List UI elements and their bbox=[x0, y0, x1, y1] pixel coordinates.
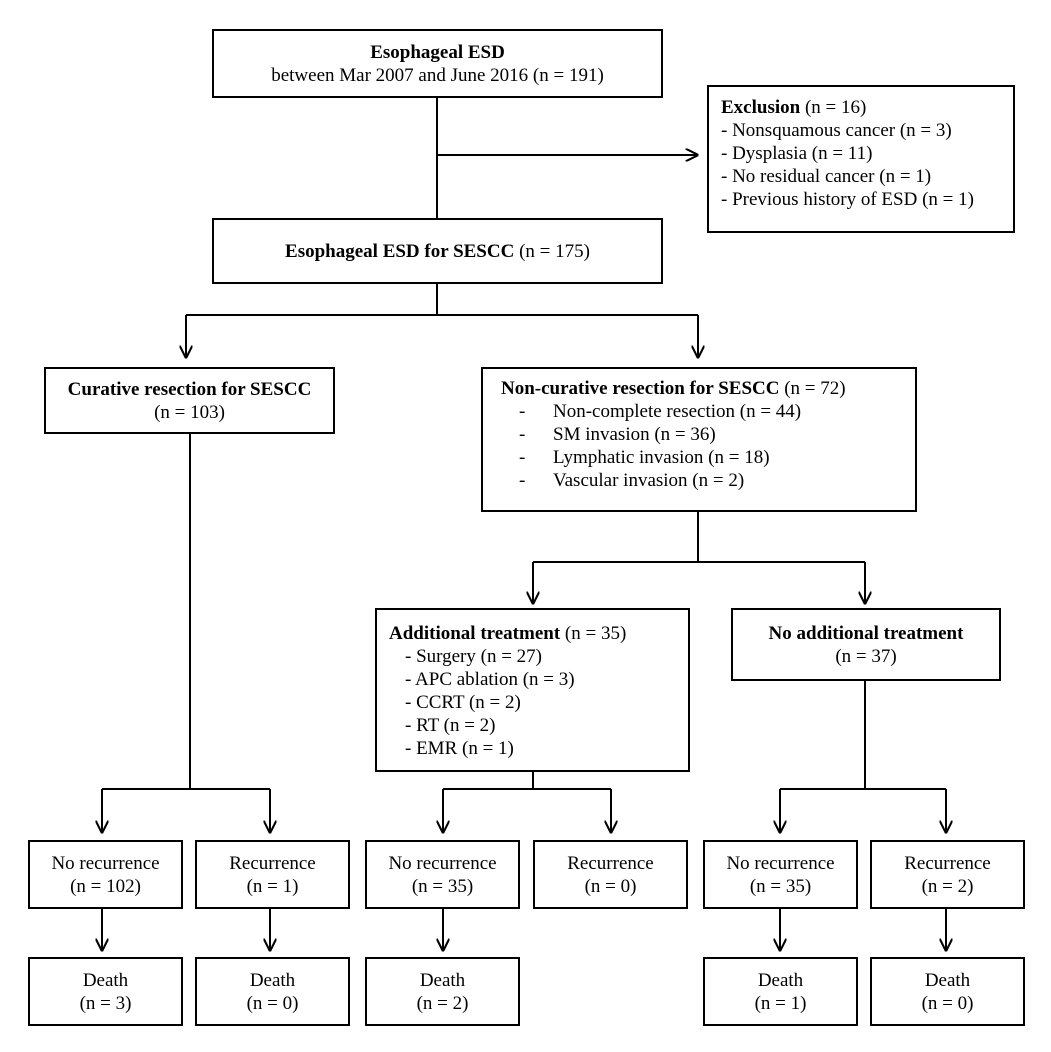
outcome-box: No recurrence (n = 102) bbox=[28, 840, 183, 909]
list-dash: - bbox=[519, 424, 526, 445]
outcome-count: (n = 102) bbox=[70, 875, 141, 897]
death-count: (n = 0) bbox=[246, 992, 299, 1014]
outcome-count: (n = 0) bbox=[584, 875, 637, 897]
outcome-label: Recurrence bbox=[229, 852, 316, 874]
start-box: Esophageal ESD between Mar 2007 and June… bbox=[212, 29, 663, 98]
additional-item: - RT (n = 2) bbox=[405, 715, 496, 736]
outcome-box: No recurrence (n = 35) bbox=[703, 840, 858, 909]
sescc-label: Esophageal ESD for SESCC (n = 175) bbox=[285, 240, 590, 263]
death-label: Death bbox=[924, 969, 971, 991]
exclusion-list: - Nonsquamous cancer (n = 3) - Dysplasia… bbox=[721, 119, 1001, 211]
noncurative-item: - Non-complete resection (n = 44) bbox=[495, 400, 903, 423]
additional-box: Additional treatment (n = 35) - Surgery … bbox=[375, 608, 690, 772]
outcome-box: Recurrence (n = 1) bbox=[195, 840, 350, 909]
noncurative-item-text: SM invasion (n = 36) bbox=[553, 424, 716, 445]
noncurative-list: - Non-complete resection (n = 44) - SM inv… bbox=[495, 400, 903, 492]
additional-item: - Surgery (n = 27) bbox=[405, 646, 543, 667]
curative-count: (n = 103) bbox=[154, 401, 225, 423]
additional-header: Additional treatment (n = 35) bbox=[389, 622, 676, 645]
outcome-box: Recurrence (n = 2) bbox=[870, 840, 1025, 909]
death-box: Death (n = 0) bbox=[870, 957, 1025, 1026]
noncurative-item: - Lymphatic invasion (n = 18) bbox=[495, 446, 903, 469]
additional-item: - CCRT (n = 2) bbox=[405, 692, 521, 713]
exclusion-box: Exclusion (n = 16) - Nonsquamous cancer … bbox=[707, 85, 1015, 233]
exclusion-item: - Nonsquamous cancer (n = 3) bbox=[721, 120, 952, 141]
death-label: Death bbox=[249, 969, 296, 991]
exclusion-header: Exclusion (n = 16) bbox=[721, 96, 1001, 119]
exclusion-item: - Dysplasia (n = 11) bbox=[721, 143, 873, 164]
sescc-count: (n = 175) bbox=[514, 240, 590, 262]
noncurative-item-text: Vascular invasion (n = 2) bbox=[553, 470, 745, 491]
start-title: Esophageal ESD bbox=[370, 41, 505, 63]
outcome-label: No recurrence bbox=[726, 852, 835, 874]
list-dash: - bbox=[519, 401, 526, 422]
death-label: Death bbox=[757, 969, 804, 991]
outcome-count: (n = 2) bbox=[921, 875, 974, 897]
additional-item: - APC ablation (n = 3) bbox=[405, 669, 575, 690]
noncurative-box: Non-curative resection for SESCC (n = 72… bbox=[481, 367, 917, 512]
start-subtitle: between Mar 2007 and June 2016 (n = 191) bbox=[271, 64, 604, 86]
noncurative-item-text: Non-complete resection (n = 44) bbox=[553, 401, 802, 422]
death-label: Death bbox=[419, 969, 466, 991]
outcome-box: No recurrence (n = 35) bbox=[365, 840, 520, 909]
noncurative-count: (n = 72) bbox=[779, 378, 846, 399]
outcome-box: Recurrence (n = 0) bbox=[533, 840, 688, 909]
outcome-label: No recurrence bbox=[388, 852, 497, 874]
noncurative-item-text: Lymphatic invasion (n = 18) bbox=[553, 447, 770, 468]
no-additional-box: No additional treatment (n = 37) bbox=[731, 608, 1001, 681]
exclusion-title: Exclusion bbox=[721, 97, 801, 118]
death-label: Death bbox=[82, 969, 129, 991]
death-count: (n = 1) bbox=[754, 992, 807, 1014]
exclusion-item: - No residual cancer (n = 1) bbox=[721, 166, 932, 187]
sescc-title: Esophageal ESD for SESCC bbox=[285, 240, 515, 262]
death-box: Death (n = 1) bbox=[703, 957, 858, 1026]
outcome-label: Recurrence bbox=[567, 852, 654, 874]
curative-box: Curative resection for SESCC (n = 103) bbox=[44, 367, 335, 434]
death-box: Death (n = 2) bbox=[365, 957, 520, 1026]
noncurative-header: Non-curative resection for SESCC (n = 72… bbox=[495, 377, 903, 400]
additional-item: - EMR (n = 1) bbox=[405, 738, 514, 759]
outcome-count: (n = 35) bbox=[411, 875, 474, 897]
outcome-label: Recurrence bbox=[904, 852, 991, 874]
noncurative-item: - Vascular invasion (n = 2) bbox=[495, 469, 903, 492]
death-count: (n = 2) bbox=[416, 992, 469, 1014]
exclusion-item: - Previous history of ESD (n = 1) bbox=[721, 189, 974, 210]
additional-title: Additional treatment bbox=[389, 623, 561, 644]
death-box: Death (n = 3) bbox=[28, 957, 183, 1026]
additional-count: (n = 35) bbox=[560, 623, 627, 644]
outcome-count: (n = 1) bbox=[246, 875, 299, 897]
exclusion-count: (n = 16) bbox=[800, 97, 867, 118]
no-additional-title: No additional treatment bbox=[768, 622, 964, 644]
death-count: (n = 0) bbox=[921, 992, 974, 1014]
noncurative-title: Non-curative resection for SESCC bbox=[501, 378, 780, 399]
list-dash: - bbox=[519, 470, 526, 491]
no-additional-count: (n = 37) bbox=[835, 645, 897, 667]
death-box: Death (n = 0) bbox=[195, 957, 350, 1026]
death-count: (n = 3) bbox=[79, 992, 132, 1014]
curative-title: Curative resection for SESCC bbox=[67, 378, 312, 400]
list-dash: - bbox=[519, 447, 526, 468]
sescc-box: Esophageal ESD for SESCC (n = 175) bbox=[212, 218, 663, 284]
outcome-label: No recurrence bbox=[51, 852, 160, 874]
noncurative-item: - SM invasion (n = 36) bbox=[495, 423, 903, 446]
additional-list: - Surgery (n = 27) - APC ablation (n = 3… bbox=[389, 645, 676, 760]
outcome-count: (n = 35) bbox=[749, 875, 812, 897]
